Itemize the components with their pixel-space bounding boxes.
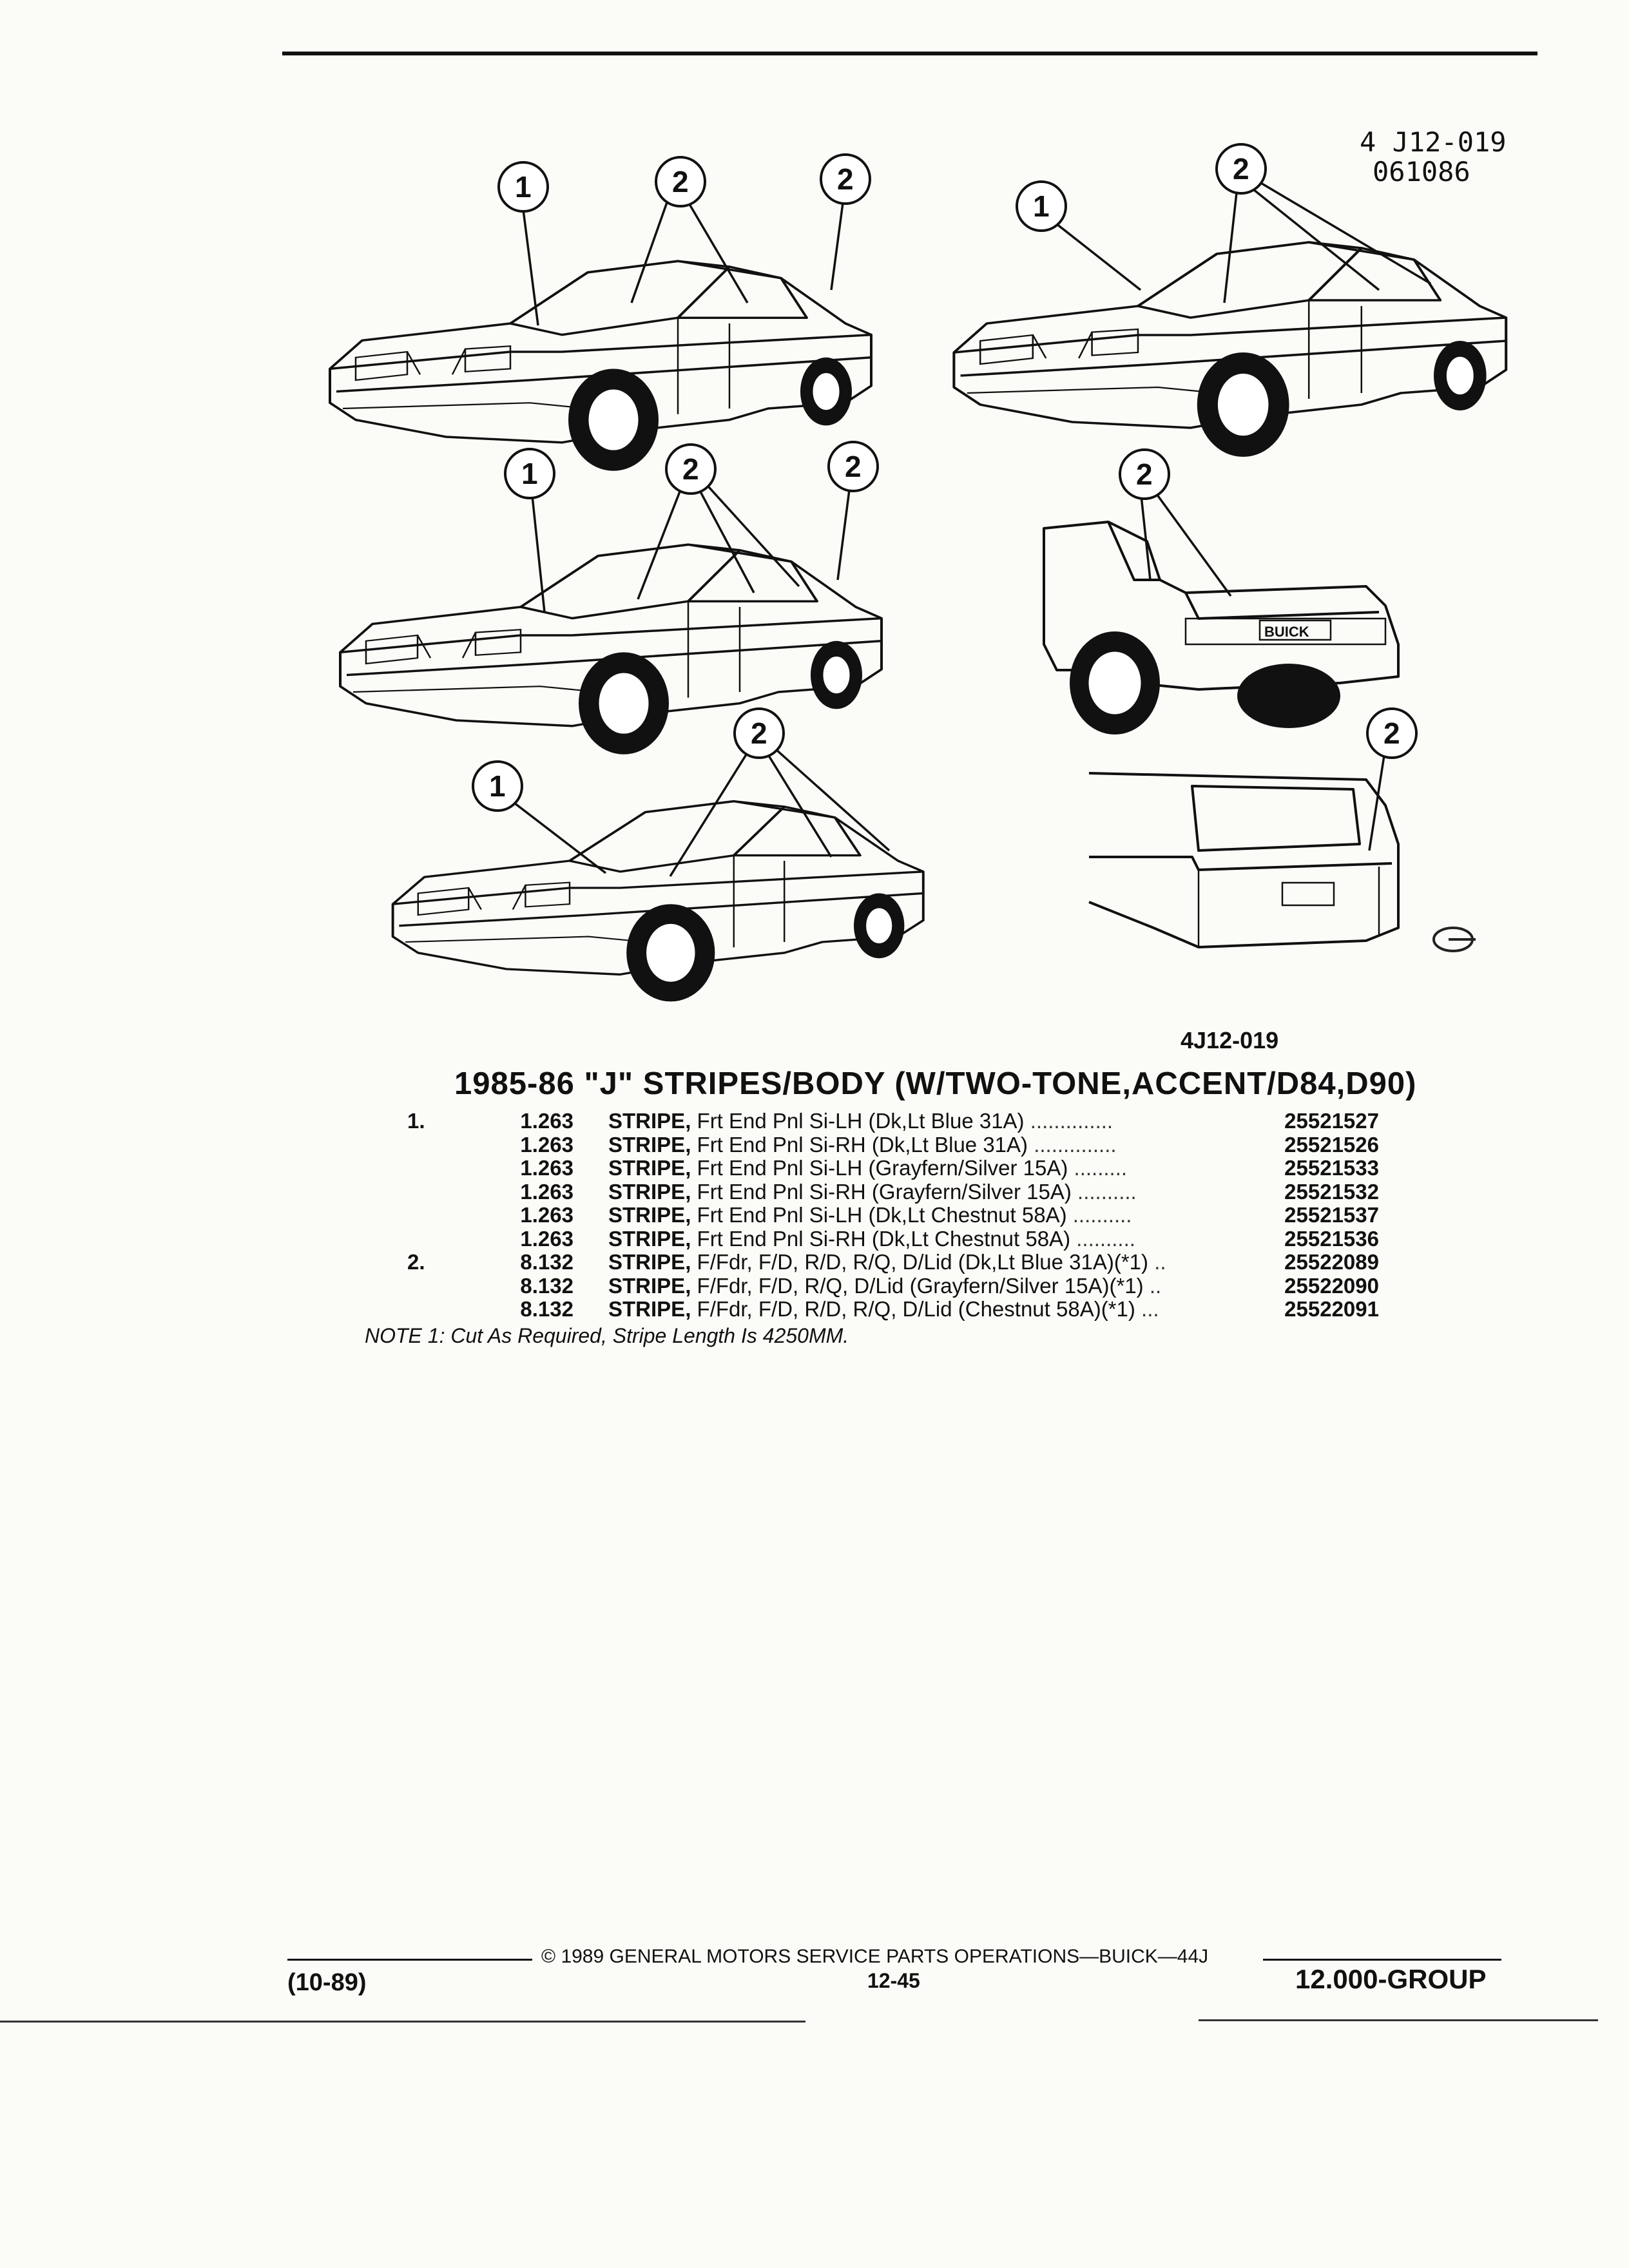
sedan-rear-view: BUICK [1043, 521, 1400, 735]
parts-row: 1.263 STRIPE, Frt End Pnl Si-RH (Dk,Lt C… [0, 1227, 1629, 1251]
callout-2-top-left-b: 2 [820, 153, 871, 291]
publisher-mark-icon [1432, 927, 1476, 952]
illustration-code-line2: 061086 [1373, 156, 1470, 187]
parts-row: 1.263 STRIPE, Frt End Pnl Si-LH (Dk,Lt C… [0, 1204, 1629, 1227]
illustration-code: 4 J12-019 061086 [1360, 128, 1507, 187]
part-number: 25522090 [1284, 1273, 1379, 1298]
quantity: 8.132 [520, 1250, 574, 1274]
page-number: 12-45 [867, 1969, 920, 1992]
callout-2-rear-sedan: 2 [1119, 448, 1232, 597]
part-description: STRIPE, F/Fdr, F/D, R/D, R/Q, D/Lid (Che… [608, 1297, 1159, 1321]
part-number: 25521537 [1284, 1203, 1379, 1227]
part-description: STRIPE, Frt End Pnl Si-RH (Dk,Lt Chestnu… [608, 1226, 1135, 1251]
group-number: 12.000-GROUP [1295, 1964, 1487, 1994]
quantity: 1.263 [520, 1179, 574, 1204]
part-number: 25522089 [1284, 1250, 1379, 1274]
svg-text:2: 2 [682, 452, 699, 486]
part-description: STRIPE, Frt End Pnl Si-LH (Dk,Lt Blue 31… [608, 1109, 1113, 1133]
quantity: 1.263 [520, 1203, 574, 1227]
copyright-line: © 1989 GENERAL MOTORS SERVICE PARTS OPER… [541, 1946, 1209, 1967]
sedan-front-view [339, 543, 883, 756]
parts-list: 1. 1.263 STRIPE, Frt End Pnl Si-LH (Dk,L… [0, 1110, 1629, 1321]
item-number: 2. [407, 1250, 425, 1274]
parts-row: 1.263 STRIPE, Frt End Pnl Si-LH (Grayfer… [0, 1157, 1629, 1180]
quantity: 1.263 [520, 1226, 574, 1251]
svg-text:1: 1 [1033, 189, 1050, 223]
svg-text:2: 2 [1233, 152, 1249, 186]
buick-badge: BUICK [1264, 624, 1309, 640]
item-number: 1. [407, 1109, 425, 1133]
quantity: 8.132 [520, 1297, 574, 1321]
quantity: 8.132 [520, 1273, 574, 1298]
callout-2-top-right: 2 [1215, 143, 1431, 303]
bottom-rule [0, 2021, 805, 2023]
parts-row: 1. 1.263 STRIPE, Frt End Pnl Si-LH (Dk,L… [0, 1110, 1629, 1133]
svg-text:1: 1 [521, 457, 538, 490]
part-description: STRIPE, F/Fdr, F/D, R/D, R/Q, D/Lid (Dk,… [608, 1250, 1166, 1274]
svg-text:2: 2 [845, 450, 862, 483]
hatchback-front-view [954, 242, 1506, 457]
stripe-location-illustration: BUICK 1 2 2 1 2 [329, 143, 1629, 1003]
figure-label: 4J12-019 [1181, 1027, 1279, 1053]
svg-text:2: 2 [1136, 457, 1153, 491]
part-description: STRIPE, F/Fdr, F/D, R/Q, D/Lid (Grayfern… [608, 1273, 1162, 1298]
section-title: 1985-86 "J" STRIPES/BODY (W/TWO-TONE,ACC… [454, 1066, 1417, 1101]
top-rule [282, 52, 1537, 55]
part-number: 25522091 [1284, 1297, 1379, 1321]
callout-2-middle-left-a: 2 [637, 443, 800, 600]
callout-1-top-left: 1 [497, 161, 549, 326]
callout-2-rear-wagon: 2 [1366, 707, 1418, 851]
revision-date: (10-89) [287, 1969, 367, 1996]
quantity: 1.263 [520, 1109, 574, 1133]
part-number: 25521533 [1284, 1156, 1379, 1180]
footer-rule-left [287, 1959, 532, 1961]
illustration-code-line1: 4 J12-019 [1360, 126, 1507, 158]
parts-row: 8.132 STRIPE, F/Fdr, F/D, R/D, R/Q, D/Li… [0, 1298, 1629, 1321]
parts-row: 1.263 STRIPE, Frt End Pnl Si-RH (Dk,Lt B… [0, 1133, 1629, 1157]
callout-1-bottom-left: 1 [472, 760, 607, 874]
footnote: NOTE 1: Cut As Required, Stripe Length I… [365, 1324, 849, 1347]
svg-text:2: 2 [751, 716, 767, 750]
svg-text:1: 1 [515, 170, 532, 204]
parts-row: 1.263 STRIPE, Frt End Pnl Si-RH (Grayfer… [0, 1180, 1629, 1204]
part-description: STRIPE, Frt End Pnl Si-LH (Dk,Lt Chestnu… [608, 1203, 1132, 1227]
wagon-front-view [391, 800, 925, 1003]
callout-2-bottom-left: 2 [669, 707, 891, 877]
quantity: 1.263 [520, 1132, 574, 1157]
quantity: 1.263 [520, 1156, 574, 1180]
part-description: STRIPE, Frt End Pnl Si-LH (Grayfern/Silv… [608, 1156, 1128, 1180]
svg-text:2: 2 [1383, 716, 1400, 750]
bottom-rule-right [1199, 2019, 1598, 2021]
part-number: 25521536 [1284, 1226, 1379, 1251]
footer-rule-right [1263, 1959, 1501, 1961]
callout-2-middle-left-b: 2 [827, 441, 879, 581]
part-description: STRIPE, Frt End Pnl Si-RH (Grayfern/Silv… [608, 1179, 1137, 1204]
callout-1-middle-left: 1 [504, 448, 555, 613]
callout-1-top-right: 1 [1016, 180, 1142, 291]
svg-text:2: 2 [837, 162, 854, 196]
part-description: STRIPE, Frt End Pnl Si-RH (Dk,Lt Blue 31… [608, 1132, 1117, 1157]
part-number: 25521532 [1284, 1179, 1379, 1204]
part-number: 25521527 [1284, 1109, 1379, 1133]
callout-2-top-left-a: 2 [630, 156, 749, 303]
coupe-front-view [329, 260, 872, 472]
parts-row: 8.132 STRIPE, F/Fdr, F/D, R/Q, D/Lid (Gr… [0, 1274, 1629, 1298]
wagon-rear-view [1088, 772, 1400, 948]
svg-text:1: 1 [489, 769, 506, 803]
parts-row: 2. 8.132 STRIPE, F/Fdr, F/D, R/D, R/Q, D… [0, 1251, 1629, 1274]
part-number: 25521526 [1284, 1132, 1379, 1157]
svg-text:2: 2 [672, 165, 689, 198]
